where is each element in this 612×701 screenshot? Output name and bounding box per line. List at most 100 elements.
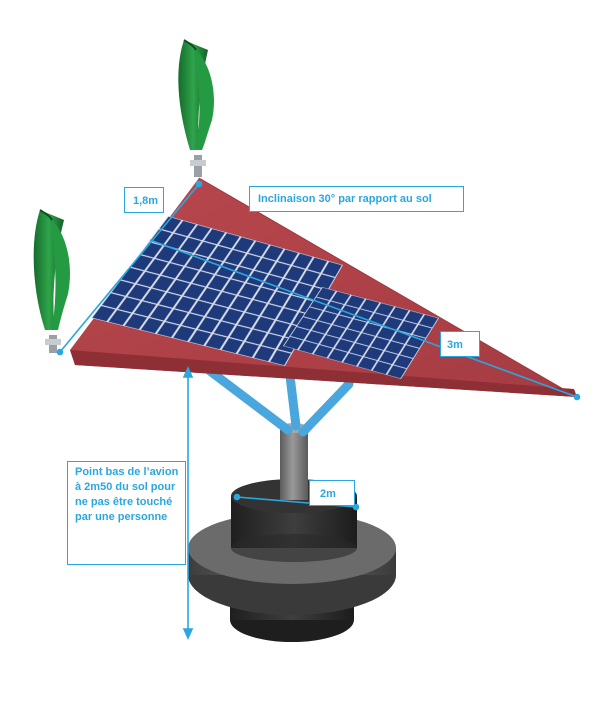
solar-cell	[360, 299, 380, 313]
solar-cell	[355, 333, 376, 347]
solar-cell	[319, 334, 340, 348]
solar-cell	[341, 329, 361, 342]
solar-cell	[221, 338, 244, 354]
solar-cell	[349, 343, 369, 357]
solar-cell	[332, 315, 353, 328]
solar-cell	[198, 287, 221, 304]
solar-cell	[372, 361, 392, 375]
solar-cell	[121, 267, 144, 284]
solar-cell	[406, 334, 426, 348]
solar-cell	[276, 308, 298, 324]
solar-cell	[269, 262, 291, 278]
solar-cell	[296, 316, 317, 330]
solar-cell	[292, 253, 313, 269]
solar-cell	[224, 249, 246, 266]
solar-cell	[201, 258, 223, 274]
solar-cell	[418, 314, 439, 328]
solar-cell	[269, 291, 290, 307]
solar-cell	[364, 347, 384, 361]
solar-cell	[397, 320, 418, 334]
solar-cell	[254, 257, 276, 274]
solar-cell	[92, 305, 116, 322]
solar-cell	[218, 233, 240, 249]
solar-cell	[357, 357, 377, 371]
height-dimension-line	[59, 183, 200, 353]
solar-cell	[209, 245, 232, 262]
solar-cell	[393, 355, 413, 369]
solar-cell	[269, 320, 291, 337]
solar-cell	[253, 287, 275, 303]
solar-cell	[222, 279, 245, 295]
solar-cell	[111, 280, 135, 296]
solar-cell	[165, 309, 188, 325]
vertical-wind-turbine-icon	[178, 39, 214, 177]
solar-cell	[307, 257, 328, 273]
solar-cell	[253, 346, 276, 362]
solar-cell	[192, 271, 214, 287]
solar-cell	[173, 325, 196, 342]
low-point-label: Point bas de l’avion à 2m50 du sol pour …	[67, 461, 186, 565]
solar-cell	[290, 326, 310, 340]
solar-cell	[284, 266, 306, 282]
dimension-lines	[56, 180, 581, 640]
solar-cell	[158, 292, 181, 308]
solar-cell	[270, 350, 292, 366]
solar-cell	[303, 307, 323, 321]
solar-cell	[389, 306, 409, 320]
solar-cell	[253, 316, 275, 333]
solar-cell	[237, 312, 259, 329]
solar-cell	[326, 325, 346, 338]
solar-cell	[146, 258, 169, 275]
solar-cell	[117, 297, 141, 313]
ground-base	[188, 479, 396, 642]
solar-cell	[205, 333, 228, 350]
solar-cell	[318, 311, 338, 324]
height-label: 1,8m	[124, 187, 164, 213]
solar-cell	[298, 340, 319, 354]
solar-cell	[174, 220, 197, 237]
solar-cell	[404, 310, 424, 324]
solar-cell	[385, 341, 405, 355]
solar-cell	[412, 324, 432, 338]
solar-cell	[305, 330, 325, 344]
vertical-wind-turbine-icon	[33, 209, 70, 353]
solar-cell	[342, 353, 363, 367]
solar-cell	[143, 288, 166, 304]
solar-cell	[322, 261, 342, 277]
solar-cell	[194, 241, 217, 258]
solar-cell	[167, 279, 190, 296]
solar-cell	[276, 278, 298, 295]
length-label: 3m	[440, 331, 480, 357]
solar-cell	[140, 317, 164, 334]
solar-cell	[124, 313, 148, 330]
solar-panel-small-cells	[283, 287, 439, 379]
solar-cell	[221, 308, 244, 324]
solar-cell	[375, 302, 395, 316]
solar-cell	[383, 316, 403, 330]
solar-cell	[387, 365, 407, 379]
solar-cell	[190, 300, 213, 316]
solar-cell	[347, 319, 367, 332]
base-label: 2m	[309, 480, 355, 506]
solar-cell	[261, 333, 283, 349]
support-struts	[205, 366, 354, 437]
solar-cell	[176, 267, 199, 283]
solar-cell	[174, 296, 197, 312]
solar-cell	[159, 216, 182, 233]
solar-cell	[313, 344, 333, 358]
solar-panel-small-icon	[283, 287, 439, 379]
solar-cell	[283, 336, 304, 350]
solar-cell	[370, 337, 390, 351]
solar-cell	[299, 270, 320, 286]
solar-cell	[230, 295, 252, 312]
solar-cell	[238, 283, 260, 299]
solar-cell	[237, 342, 260, 358]
solar-cell	[233, 237, 255, 253]
solar-panel-large-icon	[91, 216, 343, 366]
solar-cell	[277, 249, 299, 265]
solar-cell	[284, 295, 305, 311]
solar-cell	[108, 309, 132, 326]
solar-cell	[164, 233, 187, 249]
solar-cell	[262, 245, 284, 261]
solar-cell	[197, 317, 220, 333]
